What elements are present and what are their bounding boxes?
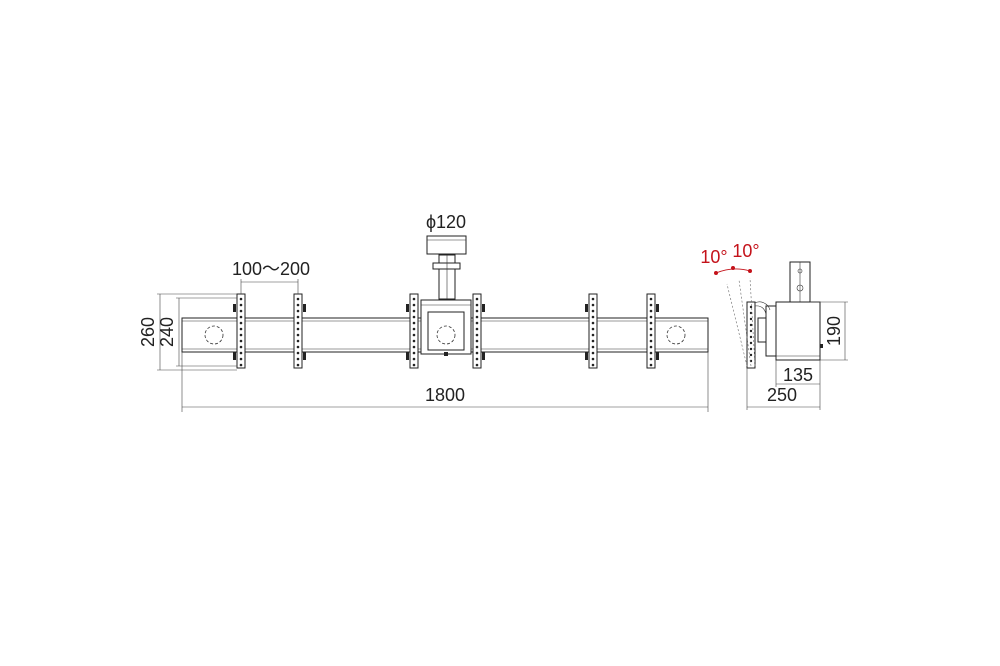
side-depth-outer-label: 250 <box>767 385 797 405</box>
side-height-label: 190 <box>824 316 844 346</box>
vertical-bracket <box>406 293 419 369</box>
dimension-side-height: 190 <box>810 301 848 361</box>
dimension-total-width: 1800 <box>181 352 709 412</box>
vertical-bracket <box>472 293 485 369</box>
dimension-vesa-range: 100～200 <box>232 259 310 294</box>
tilt-annotation: 10° 10° <box>700 241 760 275</box>
front-view: ϕ120 100～200 1800 260 240 <box>138 212 709 412</box>
tilt-left-label: 10° <box>700 247 727 267</box>
dimension-pole-diameter: ϕ120 <box>426 212 466 232</box>
height-inner-label: 240 <box>157 317 177 347</box>
side-tilt-bracket <box>726 277 771 369</box>
center-head <box>420 299 472 356</box>
end-cap-right <box>666 325 686 345</box>
vesa-range-label: 100～200 <box>232 259 310 279</box>
ceiling-mount <box>426 235 467 300</box>
dimension-side-depth-inner: 135 <box>775 360 821 387</box>
side-head <box>757 301 823 361</box>
side-pole <box>789 261 811 303</box>
dimension-side-depth-outer: 250 <box>746 368 821 410</box>
side-depth-inner-label: 135 <box>783 365 813 385</box>
front-brackets <box>233 293 659 369</box>
dimension-heights: 260 240 <box>138 293 237 371</box>
vertical-bracket <box>233 293 246 369</box>
total-width-label: 1800 <box>425 385 465 405</box>
pole-diameter-label: ϕ120 <box>426 212 466 232</box>
vertical-bracket <box>585 293 598 369</box>
end-cap-left <box>204 325 224 345</box>
vertical-bracket <box>646 293 659 369</box>
tilt-right-label: 10° <box>732 241 759 261</box>
height-outer-label: 260 <box>138 317 158 347</box>
side-view: 10° 10° 190 135 250 <box>700 241 848 410</box>
